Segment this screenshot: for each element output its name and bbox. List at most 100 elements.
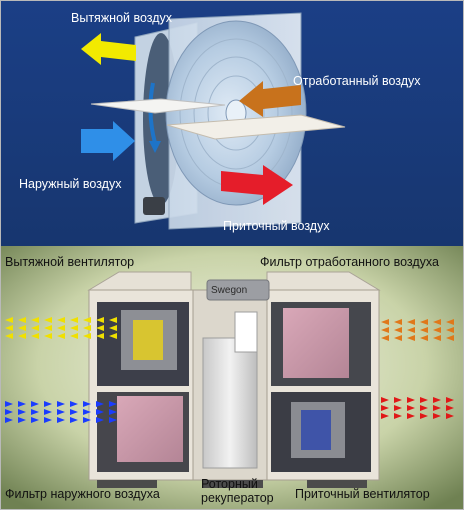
flow-dot — [70, 325, 78, 331]
flow-dot — [446, 319, 454, 325]
flow-dot — [109, 325, 117, 331]
flow-dot — [446, 335, 454, 341]
wheel-ring — [193, 56, 279, 170]
flow-dot — [18, 333, 26, 339]
flow-dot — [407, 405, 415, 411]
flow-dot — [70, 317, 78, 323]
exhaust-fan-label: Вытяжной вентилятор — [5, 255, 135, 269]
flow-dot — [433, 397, 441, 403]
ahu-cutaway-diagram: Swegon Вытяжной вентилятор Фильтр отрабо… — [1, 246, 463, 509]
extract-air-filter — [283, 308, 349, 378]
rotary-exchanger-drawing — [1, 1, 463, 246]
foot — [203, 480, 263, 488]
motor — [143, 197, 165, 215]
exhaust-air-flow-dots — [5, 317, 117, 339]
rotary-recuperator-label-line2: рекуператор — [201, 491, 274, 505]
flow-dot — [70, 409, 78, 415]
flow-dot — [5, 325, 13, 331]
extract-air-arrow — [239, 81, 301, 117]
divider-plate-back — [90, 98, 226, 114]
flow-dot — [394, 327, 402, 333]
flow-dot — [70, 417, 78, 423]
supply-air-flow-dots — [381, 397, 454, 419]
flow-dot — [420, 335, 428, 341]
exhaust-fan-motor — [133, 320, 163, 360]
flow-dot — [57, 417, 65, 423]
flow-dot — [407, 397, 415, 403]
flow-dot — [433, 405, 441, 411]
divider-plate-front — [166, 114, 346, 140]
flow-dot — [57, 333, 65, 339]
rotary-recuperator-label-line1: Роторный — [201, 477, 258, 491]
flow-dot — [109, 401, 117, 407]
flow-dot — [31, 333, 39, 339]
flow-dot — [44, 325, 52, 331]
flow-dot — [31, 325, 39, 331]
outdoor-filter-label: Фильтр наружного воздуха — [5, 487, 160, 501]
foot — [307, 480, 367, 488]
flow-dot — [31, 409, 39, 415]
flow-dot — [109, 417, 117, 423]
flow-dot — [381, 405, 389, 411]
outdoor-air-filter — [117, 396, 183, 462]
flow-dot — [394, 405, 402, 411]
flow-dot — [394, 319, 402, 325]
supply-air-arrow — [221, 165, 293, 205]
flow-dot — [83, 317, 91, 323]
flow-dot — [446, 413, 454, 419]
flow-dot — [18, 401, 26, 407]
flow-dot — [5, 401, 13, 407]
flow-dot — [31, 401, 39, 407]
flow-dot — [407, 413, 415, 419]
flow-dot — [83, 325, 91, 331]
flow-dot — [44, 409, 52, 415]
flow-dot — [70, 333, 78, 339]
flow-dot — [57, 409, 65, 415]
flow-dot — [70, 401, 78, 407]
outdoor-air-arrow — [81, 121, 135, 161]
flow-dot — [394, 397, 402, 403]
rotation-arrowhead — [149, 141, 161, 153]
supply-fan-motor — [301, 410, 331, 450]
flow-dot — [57, 317, 65, 323]
extract-filter-label: Фильтр отработанного воздуха — [260, 255, 439, 269]
flow-dot — [44, 417, 52, 423]
supply-fan-label: Приточный вентилятор — [295, 487, 430, 501]
rotation-arrow — [148, 82, 157, 144]
flow-dot — [381, 319, 389, 325]
flow-dot — [381, 397, 389, 403]
flow-dot — [5, 317, 13, 323]
flow-dot — [96, 333, 104, 339]
control-panel — [234, 311, 258, 353]
brand-label: Swegon — [211, 285, 248, 296]
flow-dot — [394, 413, 402, 419]
flow-dot — [407, 335, 415, 341]
flow-dot — [5, 333, 13, 339]
flow-dot — [83, 333, 91, 339]
flow-dot — [57, 325, 65, 331]
flow-dot — [381, 413, 389, 419]
flow-dot — [44, 317, 52, 323]
flow-dot — [18, 409, 26, 415]
flow-dot — [31, 317, 39, 323]
flow-dot — [109, 409, 117, 415]
flow-dot — [83, 417, 91, 423]
flow-dot — [5, 409, 13, 415]
flow-dot — [394, 335, 402, 341]
flow-dot — [446, 405, 454, 411]
flow-dot — [407, 319, 415, 325]
flow-dot — [31, 417, 39, 423]
exhaust-air-label: Вытяжной воздух — [71, 11, 173, 25]
flow-dot — [433, 413, 441, 419]
flow-dot — [44, 401, 52, 407]
flow-dot — [446, 397, 454, 403]
flow-dot — [109, 317, 117, 323]
flow-dot — [96, 409, 104, 415]
outdoor-air-label: Наружный воздух — [19, 177, 122, 191]
flow-dot — [96, 401, 104, 407]
exhaust-air-arrow — [81, 33, 136, 65]
flow-dot — [96, 417, 104, 423]
flow-dot — [18, 417, 26, 423]
flow-dot — [420, 319, 428, 325]
